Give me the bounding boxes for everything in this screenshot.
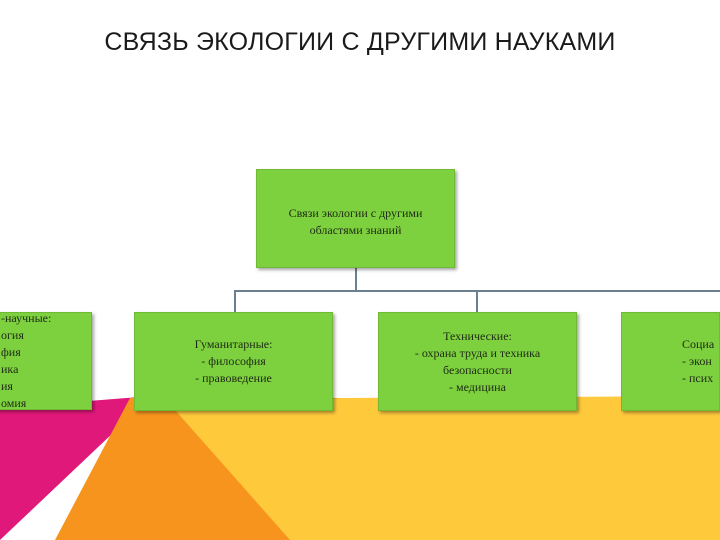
node-technical-line-2: - охрана труда и техника: [414, 345, 541, 360]
connector-drop-technical: [476, 290, 478, 312]
root-node-line-2: областями знаний: [309, 222, 402, 237]
node-natural-sciences: -научные: огия фия ика ия омия: [0, 311, 92, 410]
slide-title: СВЯЗЬ ЭКОЛОГИИ С ДРУГИМИ НАУКАМИ: [104, 28, 616, 56]
node-social-line-3: - псих: [682, 371, 714, 385]
yellow-shape: [175, 396, 720, 540]
node-social-line-1: Социа: [682, 337, 715, 351]
node-natural-line-4: ика: [1, 362, 19, 376]
root-node-line-1: Связи экологии с другими: [288, 205, 423, 220]
node-natural-line-2: огия: [1, 328, 24, 342]
connector-drop-humanities: [234, 290, 236, 312]
node-technical-line-3: безопасности: [443, 362, 512, 377]
node-natural-line-5: ия: [1, 379, 13, 393]
node-technical: Технические: - охрана труда и техника бе…: [378, 312, 577, 411]
node-humanities-line-3: - правоведение: [195, 371, 272, 385]
connector-root-stem: [355, 268, 357, 290]
node-natural-line-3: фия: [1, 345, 21, 359]
node-technical-line-4: - медицина: [449, 379, 506, 394]
node-natural-line-1: -научные:: [1, 311, 52, 325]
root-node: Связи экологии с другими областями знани…: [256, 169, 455, 268]
node-humanities-line-1: Гуманитарные:: [194, 337, 273, 351]
node-technical-line-1: Технические:: [443, 328, 512, 343]
node-social-line-2: - экон: [682, 354, 712, 368]
node-humanities-line-2: - философия: [201, 354, 266, 368]
node-social: Социа - экон - псих: [621, 312, 720, 411]
node-humanities: Гуманитарные: - философия - правоведение: [134, 312, 333, 411]
node-natural-line-6: омия: [1, 396, 27, 410]
